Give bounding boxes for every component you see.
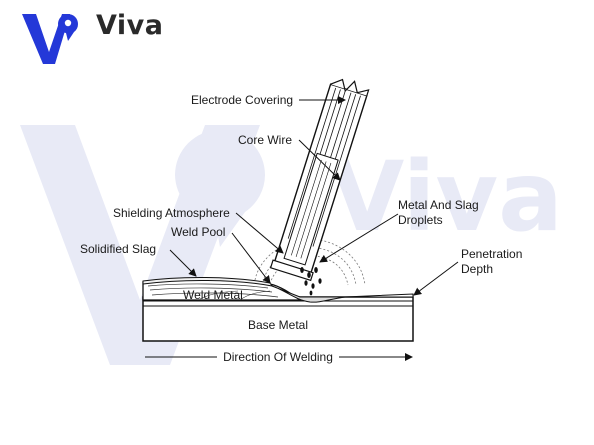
weld-pool [271, 285, 414, 303]
watermark: Viva [20, 125, 563, 365]
label-penetration-line2: Depth [461, 262, 493, 276]
base-metal-plate [142, 296, 414, 342]
label-core-wire: Core Wire [238, 133, 292, 147]
label-direction: Direction Of Welding [223, 350, 333, 364]
label-penetration-line1: Penetration [461, 247, 522, 261]
label-base-metal: Base Metal [248, 318, 308, 332]
watermark-text: Viva [330, 141, 563, 253]
logo-mark-icon [22, 14, 78, 64]
label-metal-slag-line2: Droplets [398, 213, 443, 227]
brand-name: Viva [96, 10, 164, 41]
label-shielding-atmosphere: Shielding Atmosphere [113, 206, 230, 220]
brand-logo: Viva [0, 0, 200, 70]
label-electrode-covering: Electrode Covering [191, 93, 293, 107]
label-solidified-slag: Solidified Slag [80, 242, 156, 256]
electrode [269, 78, 370, 282]
label-metal-slag-line1: Metal And Slag [398, 198, 479, 212]
label-weld-metal: Weld Metal [183, 288, 243, 302]
label-weld-pool: Weld Pool [171, 225, 225, 239]
leader-lines [145, 96, 459, 361]
metal-slag-droplets [300, 267, 322, 296]
